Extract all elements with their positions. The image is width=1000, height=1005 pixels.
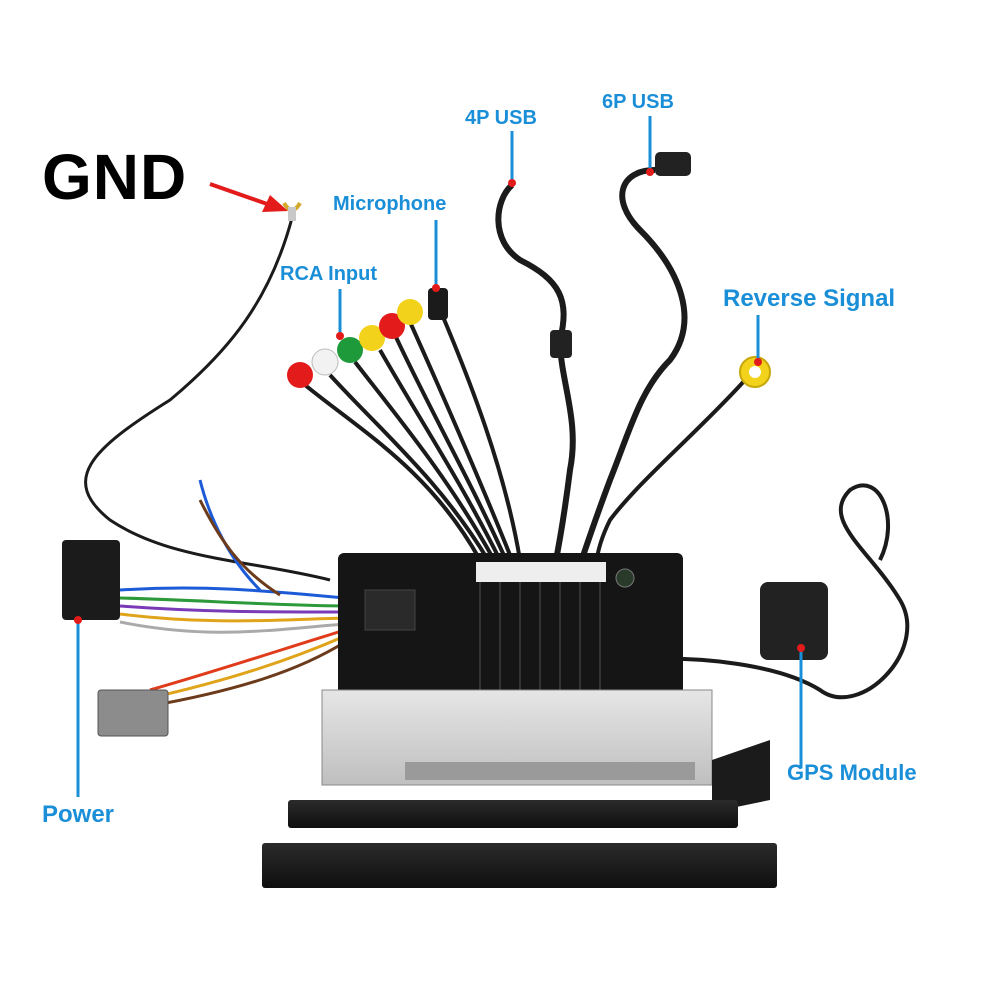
iso-socket (364, 589, 416, 631)
rca-green-connector-icon (337, 337, 363, 363)
frame-slot (405, 762, 695, 780)
gnd-wire (84, 217, 331, 582)
port-block (476, 562, 606, 582)
rca-input-label: RCA Input (280, 263, 378, 285)
front-panel-screen (262, 843, 777, 888)
harness-plug-gray-icon (97, 689, 169, 737)
rca-white-connector-icon (311, 348, 339, 376)
usb-6p-label: 6P USB (602, 91, 674, 113)
gnd-label: GND (42, 141, 188, 213)
usb4-plug-icon (550, 330, 572, 358)
microphone-label: Microphone (333, 193, 447, 215)
rca-yellow-connector-icon (397, 299, 423, 325)
power-harness (119, 479, 346, 708)
rca-bundle (303, 304, 522, 562)
usb6-cable (577, 167, 688, 566)
rca-red-connector-icon (379, 313, 405, 339)
gps-antenna-icon (760, 582, 828, 660)
gnd-spade-terminal-icon (282, 201, 302, 221)
front-panel-top (288, 800, 738, 828)
antenna-port-icon (615, 568, 635, 588)
frame-bracket (712, 740, 770, 812)
reverse-cable (594, 378, 747, 566)
rca-connectors (287, 288, 448, 388)
power-label: Power (42, 801, 115, 828)
reverse-rca-yellow-icon (739, 356, 771, 388)
callout-markers (74, 168, 805, 652)
rca-yellow-connector-icon (359, 325, 385, 351)
rca-red-connector-icon (287, 362, 313, 388)
gnd-arrow (209, 182, 288, 212)
microphone-jack-icon (428, 288, 448, 320)
reverse-signal-label: Reverse Signal (723, 285, 896, 312)
usb-4p-label: 4P USB (465, 107, 537, 129)
gps-cable (629, 483, 910, 699)
harness-connector-icon (62, 540, 120, 620)
callout-pointers (76, 116, 803, 797)
gps-module-label: GPS Module (787, 760, 917, 785)
usb6-plug-icon (655, 152, 691, 176)
head-unit-body (338, 553, 683, 695)
head-unit-fins (479, 580, 601, 690)
